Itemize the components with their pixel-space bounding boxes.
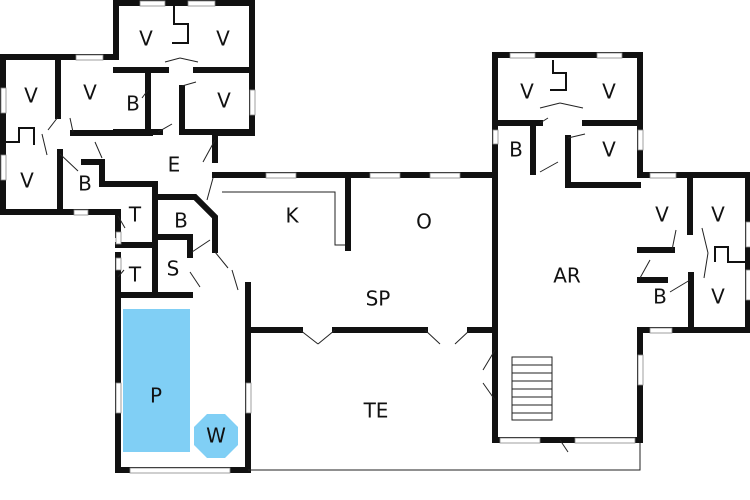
- room-label: V: [520, 80, 534, 104]
- room-label: V: [216, 27, 230, 51]
- doors: [41, 57, 709, 453]
- room-label: K: [285, 204, 299, 228]
- room-label: V: [602, 80, 616, 104]
- room-label: V: [20, 169, 34, 193]
- pool: [123, 309, 190, 452]
- room-label: B: [78, 172, 92, 196]
- room-label: AR: [553, 264, 581, 288]
- room-label: V: [139, 27, 153, 51]
- room-label: P: [150, 384, 162, 408]
- room-label: V: [83, 81, 97, 105]
- room-label: S: [167, 257, 180, 281]
- room-label: V: [602, 138, 616, 162]
- room-label: B: [126, 92, 140, 116]
- room-label: TE: [363, 399, 389, 423]
- room-label: W: [206, 424, 226, 448]
- room-label: B: [174, 209, 188, 233]
- room-labels: V V V V V V B B E T T B S K O SP TE P W …: [20, 27, 725, 448]
- room-label: E: [168, 153, 181, 177]
- windows: [0, 0, 750, 474]
- room-label: B: [653, 285, 667, 309]
- whirlpool: [194, 414, 238, 458]
- room-label: B: [509, 138, 523, 162]
- stairs: [511, 356, 553, 421]
- room-label: V: [711, 203, 725, 227]
- room-label: T: [128, 263, 142, 287]
- room-label: V: [711, 285, 725, 309]
- room-label: V: [217, 89, 231, 113]
- room-label: V: [655, 203, 669, 227]
- room-label: SP: [366, 287, 391, 311]
- room-label: V: [24, 84, 38, 108]
- room-label: O: [416, 210, 432, 234]
- room-label: T: [128, 203, 142, 227]
